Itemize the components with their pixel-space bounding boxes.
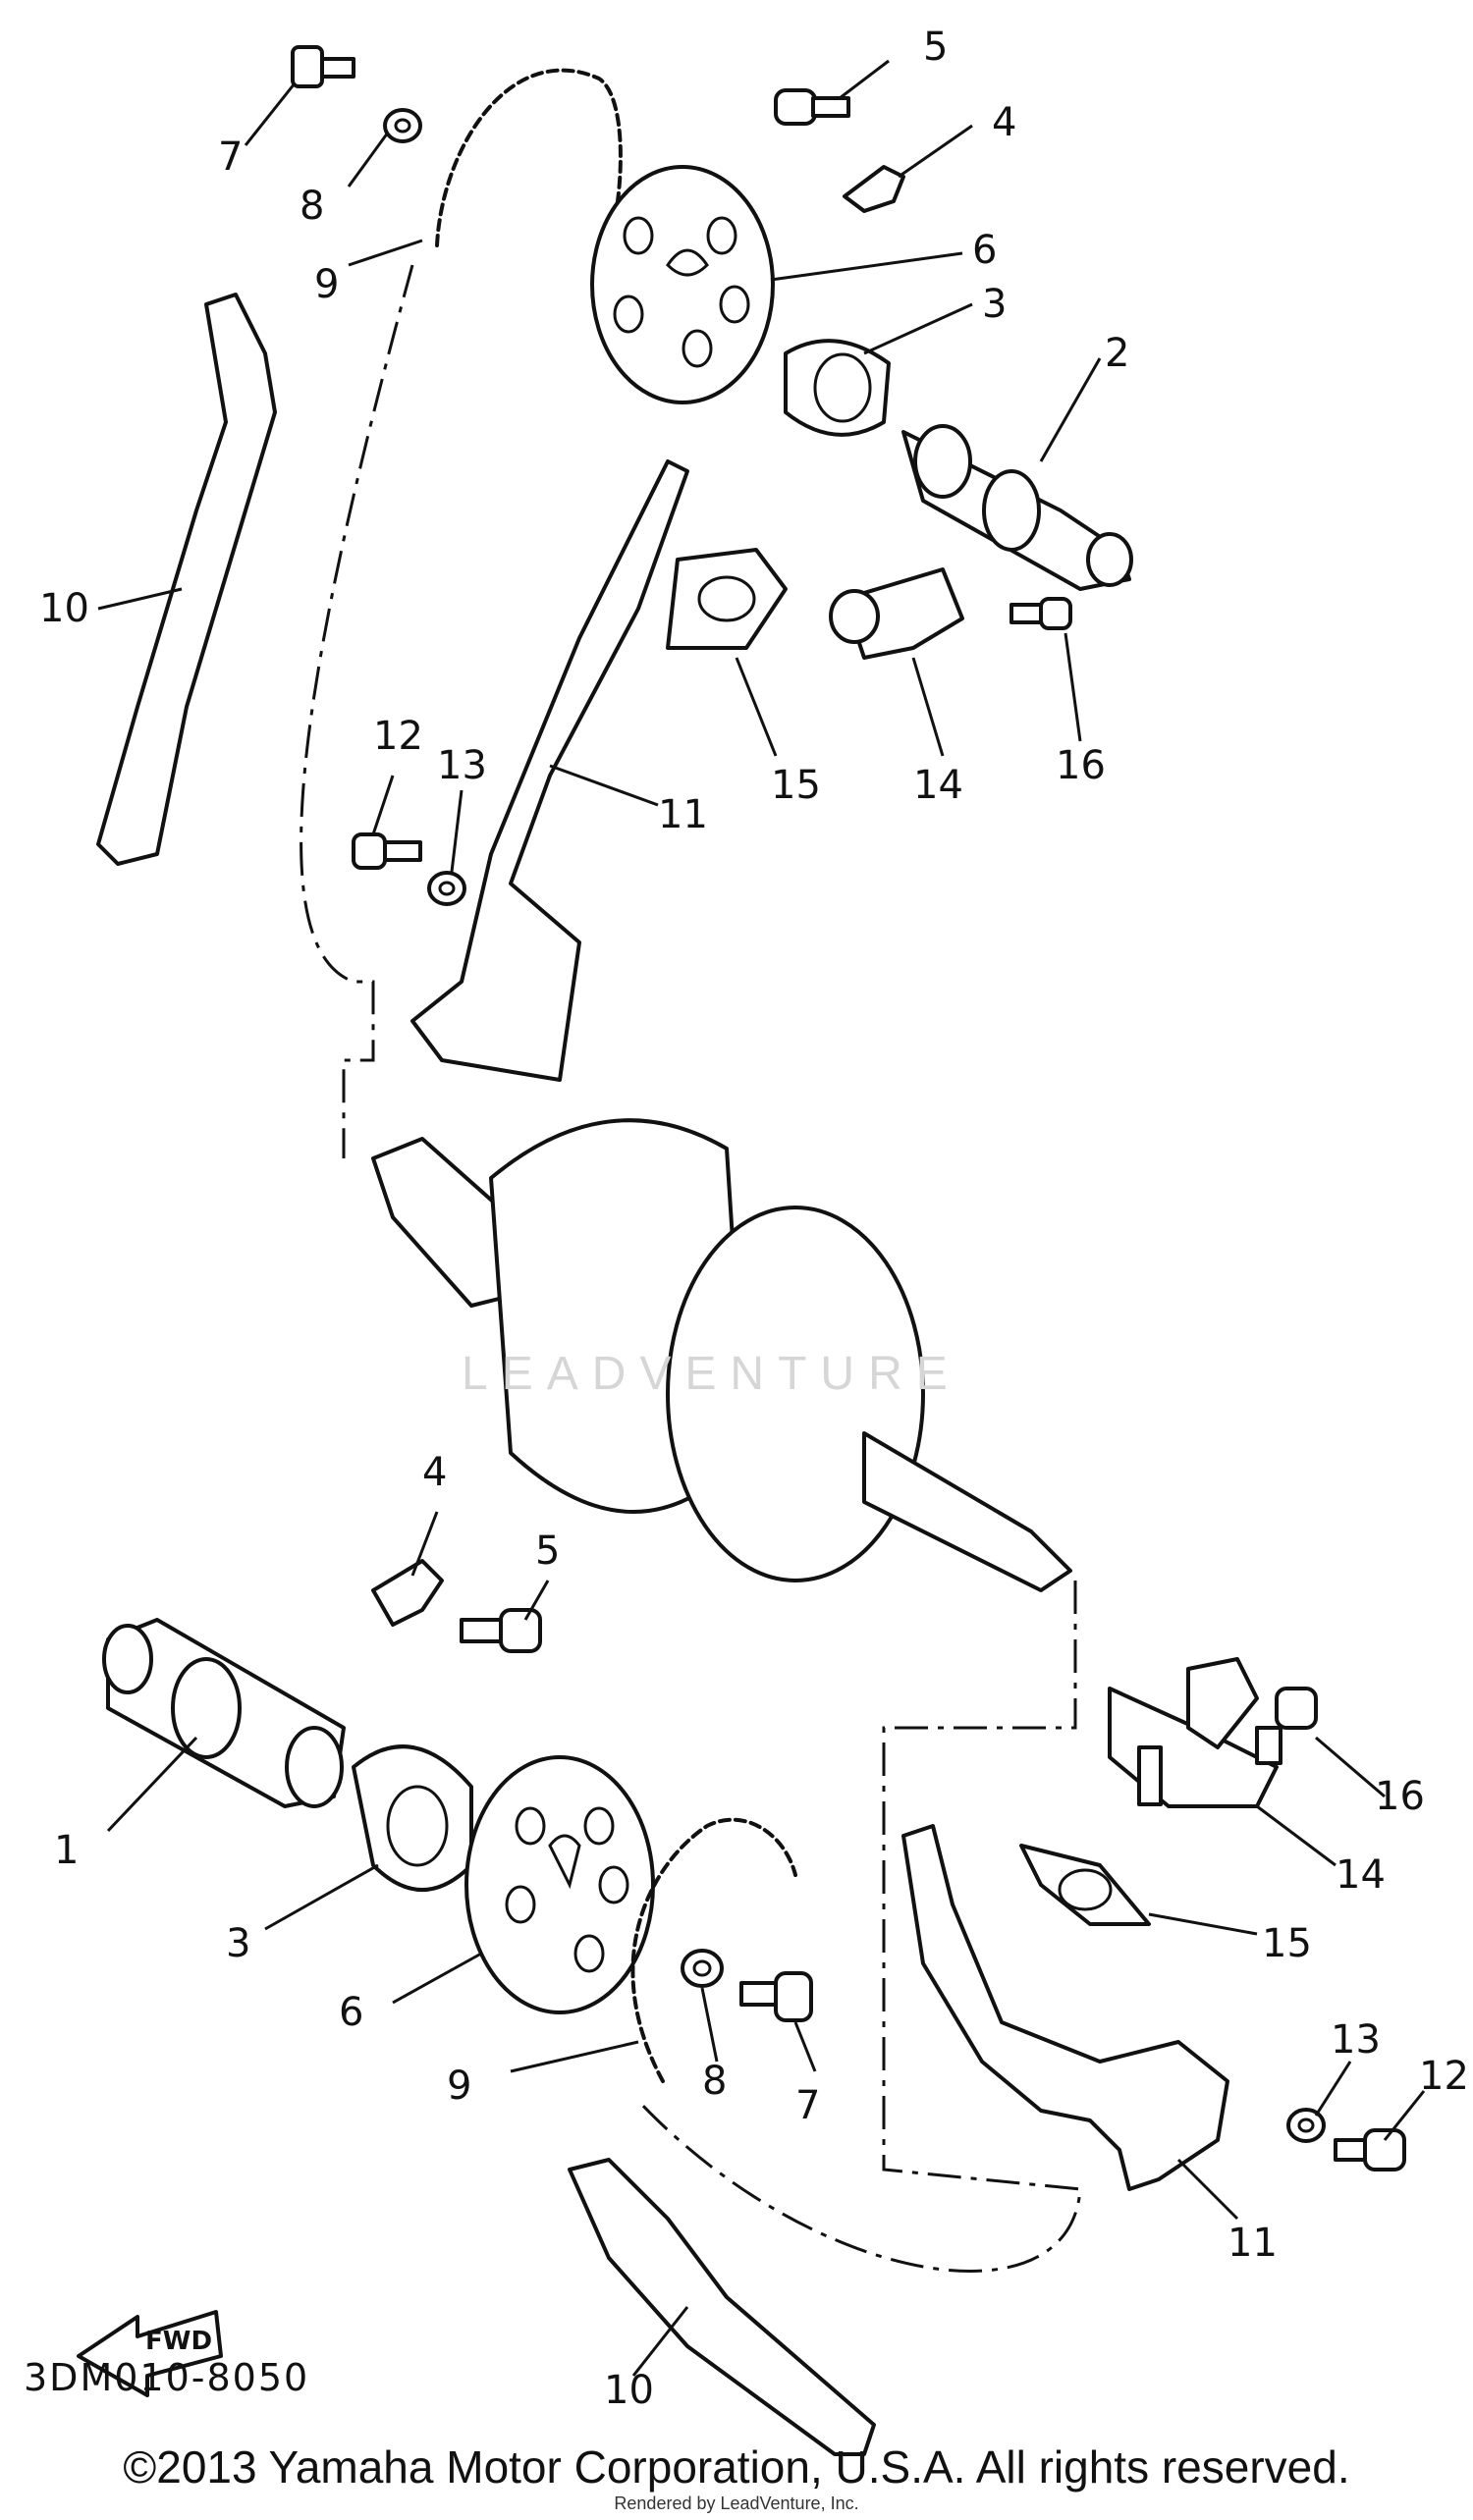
cam-chain-upper	[435, 68, 623, 247]
bolt-12-lower	[1334, 2128, 1406, 2171]
callout-8-upper: 8	[300, 184, 325, 229]
bolt-7-lower	[739, 1971, 813, 2022]
callout-12-upper: 12	[373, 714, 423, 759]
bearing-3-lower	[352, 1744, 473, 1892]
tensioner-14-lower	[1108, 1657, 1279, 1808]
callout-7-lower: 7	[795, 2083, 821, 2128]
chain-guide-10-lower	[568, 2158, 876, 2456]
callout-15-upper: 15	[771, 763, 821, 808]
copyright-notice: ©2013 Yamaha Motor Corporation, U.S.A. A…	[123, 2441, 1350, 2493]
cam-sprocket-6-lower	[464, 1755, 655, 2014]
tensioner-guide-11-lower	[901, 1824, 1229, 2191]
callout-11-upper: 11	[658, 792, 708, 837]
bolt-16-lower	[1255, 1687, 1318, 1765]
bolt-12-upper	[352, 832, 422, 870]
fwd-label: FWD	[145, 2327, 213, 2356]
callout-3-lower: 3	[226, 1921, 251, 1966]
callout-9-lower: 9	[447, 2064, 472, 2109]
diagram-code: 3DM010-8050	[24, 2356, 310, 2399]
callout-6-upper: 6	[972, 228, 998, 273]
callout-12-lower: 12	[1419, 2054, 1469, 2099]
callout-10-upper: 10	[39, 586, 89, 631]
camshaft-2	[901, 424, 1133, 591]
callout-1: 1	[54, 1828, 80, 1873]
bolt-5-lower	[460, 1608, 542, 1653]
fwd-arrow-icon	[77, 2310, 223, 2397]
leader-lines	[97, 59, 1426, 2377]
plate-4-lower	[371, 1559, 444, 1627]
bearing-3-upper	[784, 339, 891, 437]
washer-8-upper	[383, 108, 422, 143]
callout-8-lower: 8	[702, 2059, 728, 2104]
chain-path-dashed-lower	[636, 1581, 1082, 2273]
rendered-by-note: Rendered by LeadVenture, Inc.	[614, 2493, 859, 2513]
cam-sprocket-6-upper	[590, 165, 775, 404]
callout-14-lower: 14	[1336, 1852, 1386, 1898]
chain-guide-10-upper	[96, 293, 277, 866]
washer-8-lower	[681, 1949, 724, 1988]
gasket-15-lower	[1019, 1844, 1151, 1926]
callout-14-upper: 14	[913, 763, 963, 808]
bolt-5-upper	[774, 88, 850, 126]
callout-7-upper: 7	[218, 134, 244, 180]
callout-4-lower: 4	[422, 1450, 448, 1495]
callout-13-upper: 13	[437, 743, 487, 788]
washer-13-lower	[1286, 2108, 1326, 2143]
watermark: LEADVENTURE	[462, 1348, 961, 1400]
callout-13-lower: 13	[1331, 2017, 1381, 2063]
cam-chain-lower	[630, 1817, 797, 2083]
callout-3-upper: 3	[982, 282, 1008, 327]
callout-16-lower: 16	[1375, 1774, 1425, 1819]
callout-15-lower: 15	[1262, 1921, 1312, 1966]
gasket-15-upper	[666, 548, 788, 650]
callout-4-upper: 4	[992, 100, 1017, 145]
tensioner-guide-11-upper	[410, 459, 689, 1082]
washer-13-upper	[427, 871, 466, 906]
camshaft-1	[102, 1618, 346, 1808]
callout-9-upper: 9	[314, 262, 340, 307]
callout-2: 2	[1105, 331, 1130, 376]
callout-16-upper: 16	[1056, 743, 1106, 788]
bolt-7-upper	[291, 45, 355, 88]
callout-5-upper: 5	[923, 25, 949, 70]
tensioner-14-upper	[829, 567, 964, 660]
callout-10-lower: 10	[604, 2368, 654, 2413]
callout-11-lower: 11	[1228, 2221, 1278, 2266]
callout-6-lower: 6	[339, 1990, 364, 2035]
bolt-16-upper	[1009, 597, 1072, 630]
plate-4-upper	[843, 165, 905, 213]
crankshaft	[371, 1118, 1072, 1592]
chain-path-dashed-upper	[300, 264, 414, 1158]
callout-5-lower: 5	[535, 1528, 561, 1574]
